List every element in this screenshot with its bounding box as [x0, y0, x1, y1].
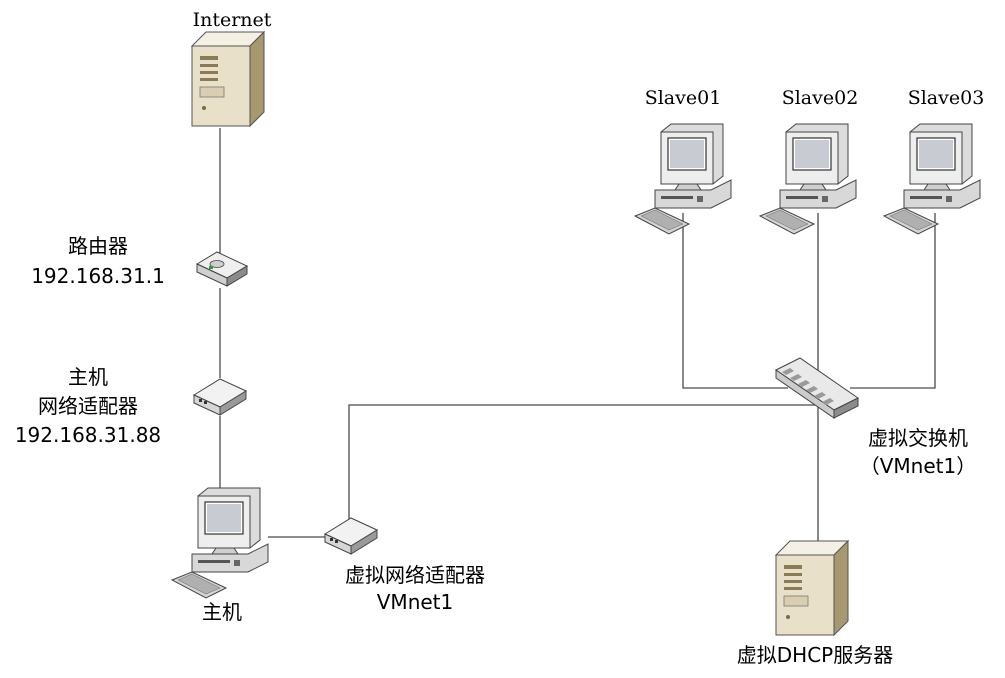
host-adapter-label-1: 主机 [68, 365, 108, 389]
server-tower-icon [775, 540, 849, 636]
switch-icon [775, 357, 859, 419]
server-tower-icon [191, 31, 265, 127]
host-label: 主机 [202, 600, 242, 624]
connection-lines [219, 128, 936, 548]
slave-label: Slave03 [908, 87, 985, 109]
desktop-computer-icon [883, 123, 981, 235]
internet-node: Internet [191, 9, 272, 127]
dhcp-server-label: 虚拟DHCP服务器 [737, 643, 893, 667]
host-adapter-ip: 192.168.31.88 [15, 423, 161, 447]
host-node: 主机 [171, 487, 269, 624]
network-adapter-icon [193, 378, 247, 416]
virtual-adapter-label-1: 虚拟网络适配器 [345, 563, 485, 587]
slave-node: Slave01 [634, 87, 732, 235]
router-icon [195, 251, 249, 287]
host-adapter-label-2: 网络适配器 [38, 394, 138, 418]
desktop-computer-icon [759, 123, 857, 235]
router-node: 路由器 192.168.31.1 [31, 234, 249, 288]
slave-label: Slave02 [782, 87, 859, 109]
dhcp-server-node: 虚拟DHCP服务器 [737, 540, 893, 667]
internet-label: Internet [193, 9, 272, 31]
slave-label: Slave01 [645, 87, 722, 109]
virtual-adapter-node: 虚拟网络适配器 VMnet1 [324, 517, 485, 614]
host-adapter-node: 主机 网络适配器 192.168.31.88 [15, 365, 247, 447]
network-adapter-icon [324, 517, 378, 555]
virtual-adapter-label-2: VMnet1 [377, 590, 453, 614]
slave-node: Slave02 [759, 87, 859, 235]
virtual-switch-label-1: 虚拟交换机 [868, 426, 968, 450]
slave-node: Slave03 [883, 87, 985, 235]
virtual-switch-node: 虚拟交换机 （VMnet1） [775, 357, 976, 478]
router-ip: 192.168.31.1 [31, 264, 165, 288]
desktop-computer-icon [171, 487, 269, 599]
router-label: 路由器 [68, 234, 128, 258]
virtual-switch-label-2: （VMnet1） [860, 454, 976, 478]
